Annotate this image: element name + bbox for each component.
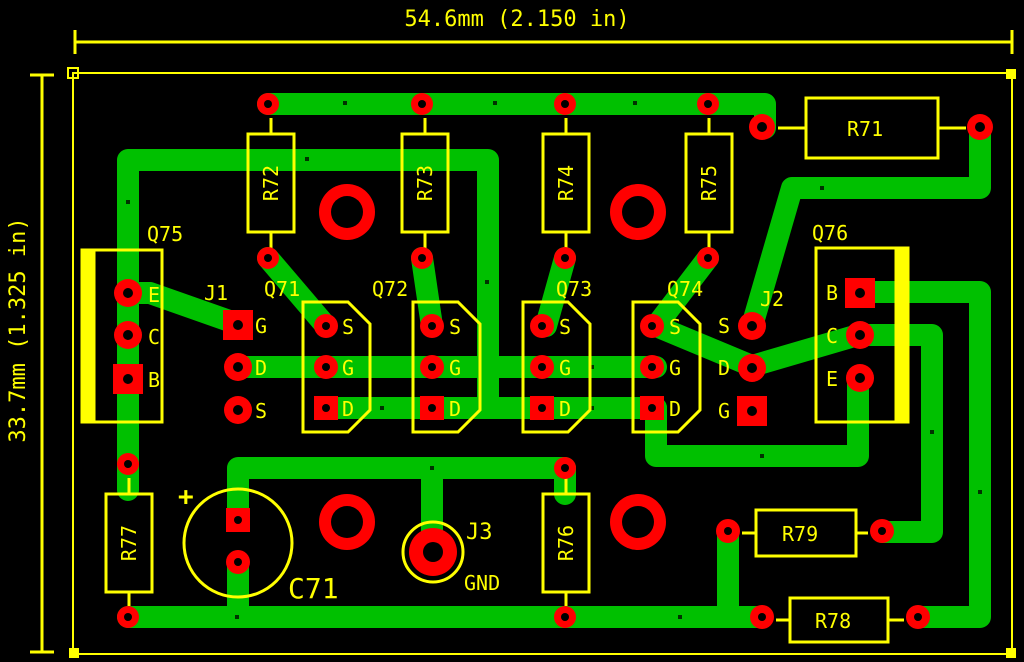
q76-pin-c: C [826, 324, 838, 348]
q73-pin-g: G [559, 356, 571, 380]
q72-label: Q72 [372, 277, 408, 301]
trace-r75-q74s [645, 247, 719, 337]
pad-drills [123, 100, 985, 621]
q73-pin-s: S [559, 315, 571, 339]
q76-tab [894, 246, 910, 424]
r72-label: R72 [259, 165, 283, 201]
q75-tab [80, 248, 96, 424]
r71-label: R71 [847, 117, 883, 141]
j2-pin-g: G [718, 399, 730, 423]
j3-outline [401, 520, 465, 584]
j1-pin-s: S [255, 399, 267, 423]
r78-label: R78 [815, 609, 851, 633]
q74-pin-g: G [669, 356, 681, 380]
j3-net-label: GND [464, 571, 500, 595]
q74-pin-s: S [669, 315, 681, 339]
mounting-hole-drills [331, 196, 654, 538]
q71-pin-d: D [342, 397, 354, 421]
q72-pin-g: G [449, 356, 461, 380]
q72-outline [411, 300, 482, 434]
q72-pin-s: S [449, 315, 461, 339]
j2-pin-d: D [718, 356, 730, 380]
j3-label: J3 [466, 520, 493, 545]
board-outline [72, 72, 1013, 655]
q76-pin-b: B [826, 281, 838, 305]
q71-outline [301, 300, 372, 434]
trace-r74-q73s [535, 247, 576, 337]
q76-pin-e: E [826, 367, 838, 391]
q72-pin-d: D [449, 397, 461, 421]
q74-outline [631, 300, 702, 434]
r76-label: R76 [554, 525, 578, 561]
r77-label: R77 [117, 525, 141, 561]
c71-label: C71 [288, 572, 339, 605]
q71-pin-g: G [342, 356, 354, 380]
j1-label: J1 [204, 281, 228, 305]
q74-label: Q74 [667, 277, 703, 301]
q75-pin-e: E [148, 283, 160, 307]
r74-label: R74 [554, 165, 578, 201]
trace-r72-q71s [257, 247, 337, 337]
r73-label: R73 [413, 165, 437, 201]
trace-q76b-r78 [849, 281, 991, 628]
q71-pin-s: S [342, 315, 354, 339]
trace-vias [126, 101, 982, 619]
q74-pin-d: D [669, 397, 681, 421]
dim-height-label: 33.7mm (1.325 in) [6, 217, 31, 442]
q75-pin-c: C [148, 325, 160, 349]
c71-outline [182, 487, 294, 599]
dim-width-label: 54.6mm (2.150 in) [404, 7, 629, 32]
j1-pin-d: D [255, 356, 267, 380]
corner-markers [69, 69, 1016, 658]
q73-pin-d: D [559, 397, 571, 421]
j1-pin-g: G [255, 314, 267, 338]
j2-pin-s: S [718, 314, 730, 338]
q73-label: Q73 [556, 277, 592, 301]
q76-label: Q76 [812, 221, 848, 245]
trace-j2d-q76c [741, 324, 869, 377]
trace-r71-j2 [741, 117, 991, 337]
q75-label: Q75 [147, 222, 183, 246]
q73-outline [521, 300, 592, 434]
r75-label: R75 [697, 165, 721, 201]
r79-label: R79 [782, 522, 818, 546]
trace-q74-j2d [645, 315, 763, 377]
q75-pin-b: B [148, 368, 160, 392]
j2-label: J2 [760, 287, 784, 311]
c71-polarity: + [178, 482, 194, 512]
silkscreen [30, 30, 1014, 655]
q71-label: Q71 [264, 277, 300, 301]
